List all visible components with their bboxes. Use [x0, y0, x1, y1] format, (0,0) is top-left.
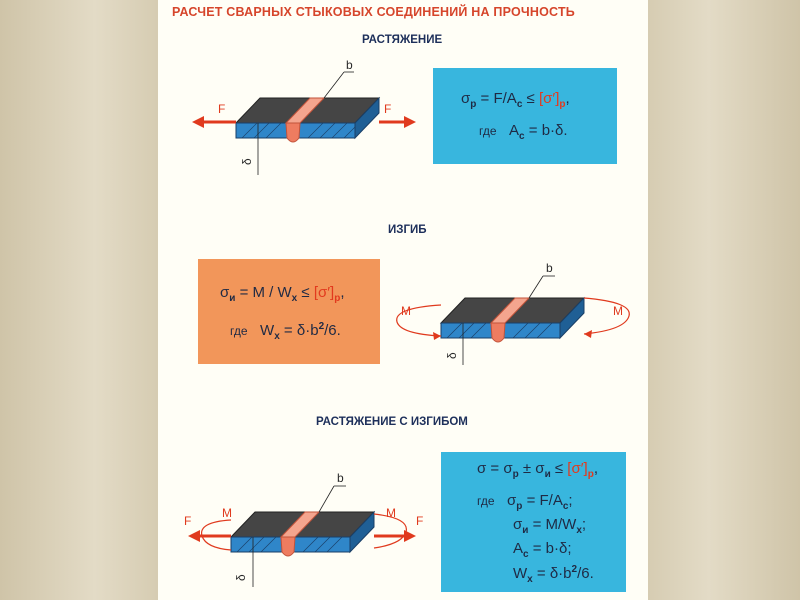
- moment-arc-left: [200, 519, 232, 551]
- moment-arc-right: [373, 513, 407, 549]
- force-label-right: F: [416, 514, 423, 528]
- heading-bending: ИЗГИБ: [388, 224, 427, 236]
- tension-diagram: b δ F F: [192, 58, 416, 175]
- force-label-left: F: [218, 102, 225, 116]
- bending-formula-line2: где Wx = δ·b2/6.: [230, 321, 341, 342]
- weld-root: [490, 322, 506, 343]
- right-frame: [648, 0, 800, 600]
- weld-root: [280, 536, 296, 557]
- moment-label-right: M: [386, 506, 396, 520]
- moment-arc-left: [396, 304, 442, 337]
- thickness-label: δ: [240, 158, 254, 165]
- heading-tension: РАСТЯЖЕНИЕ: [362, 34, 443, 46]
- combined-formula-line5: Wx = δ·b2/6.: [513, 564, 594, 585]
- combined-formula-line3: σи = M/Wx;: [513, 516, 587, 536]
- force-arrow-right: [404, 116, 416, 128]
- combined-diagram: b δ F F M M: [184, 471, 423, 587]
- combined-formula-line1: σ = σр ± σи ≤ [σ′]р,: [477, 460, 598, 480]
- left-frame: [0, 0, 158, 600]
- weld-root: [285, 122, 301, 143]
- tension-formula-box: σр = F/Aс ≤ [σ′]р, где Aс = b·δ.: [433, 68, 617, 164]
- width-label: b: [337, 471, 344, 485]
- slide-title: РАСЧЕТ СВАРНЫХ СТЫКОВЫХ СОЕДИНЕНИЙ НА ПР…: [172, 5, 575, 19]
- thickness-label: δ: [445, 352, 459, 359]
- combined-formula-box: σ = σр ± σи ≤ [σ′]р, где σр = F/Aс; σи =…: [441, 452, 626, 592]
- combined-formula-line2: где σр = F/Aс;: [477, 492, 573, 512]
- heading-combined: РАСТЯЖЕНИЕ С ИЗГИБОМ: [316, 416, 468, 428]
- force-arrow-left: [192, 116, 204, 128]
- width-label: b: [346, 58, 353, 72]
- moment-arc-right: [583, 297, 630, 335]
- thickness-label: δ: [234, 574, 248, 581]
- force-label-right: F: [384, 102, 391, 116]
- plate-side: [354, 96, 380, 140]
- section-hatch: [446, 322, 553, 339]
- bending-formula-line1: σи = M / Wx ≤ [σ′]р,: [220, 284, 345, 304]
- force-label-left: F: [184, 514, 191, 528]
- tension-formula-line2: где Aс = b·δ.: [479, 122, 568, 142]
- slide: РАСЧЕТ СВАРНЫХ СТЫКОВЫХ СОЕДИНЕНИЙ НА ПР…: [158, 0, 648, 600]
- moment-label-left: M: [401, 304, 411, 318]
- moment-label-right: M: [613, 304, 623, 318]
- force-arrow-left: [188, 530, 200, 542]
- section-hatch: [241, 122, 356, 139]
- width-label: b: [546, 261, 553, 275]
- bending-formula-box: σи = M / Wx ≤ [σ′]р, где Wx = δ·b2/6.: [198, 259, 380, 364]
- bending-diagram: b δ M M: [396, 261, 630, 365]
- tension-formula-line1: σр = F/Aс ≤ [σ′]р,: [461, 90, 570, 110]
- combined-formula-line4: Aс = b·δ;: [513, 540, 572, 560]
- force-arrow-right: [404, 530, 416, 542]
- moment-label-left: M: [222, 506, 232, 520]
- section-hatch: [236, 536, 343, 553]
